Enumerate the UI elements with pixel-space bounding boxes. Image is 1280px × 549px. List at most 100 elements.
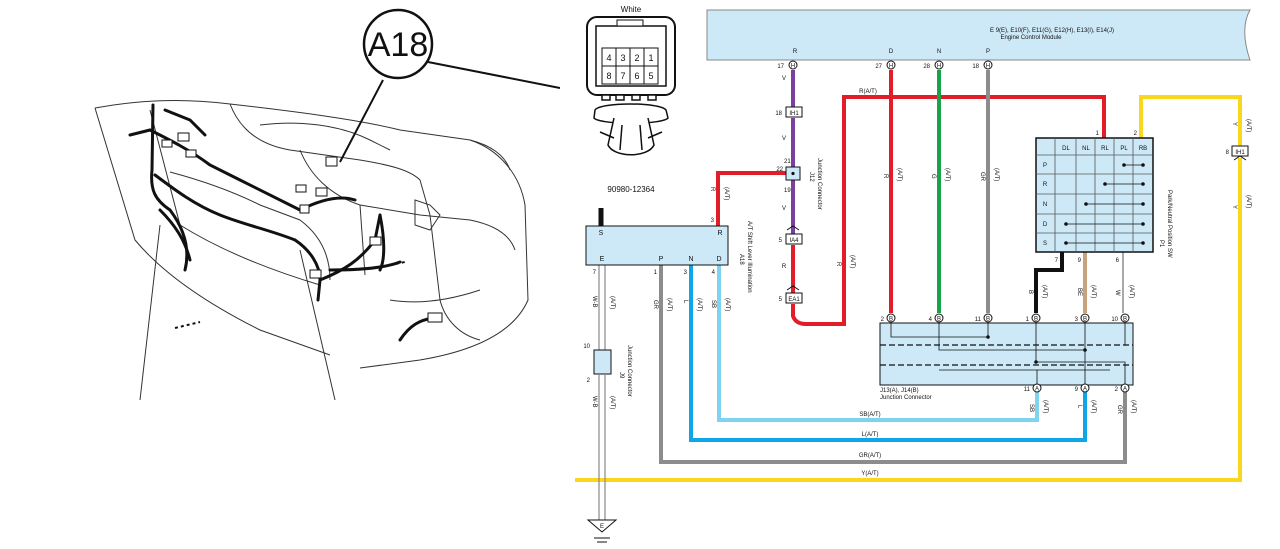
j12-pin-b: 22 (776, 167, 783, 173)
junction-j12 (785, 166, 801, 181)
ecm-pin-n-label: N (937, 49, 941, 55)
inline-connector-ia4 (785, 225, 803, 245)
lbl-at-sb-j13: (A/T) (1042, 400, 1048, 413)
ia4-id: IA4 (789, 238, 799, 244)
lbl-l-at: L(A/T) (862, 432, 879, 438)
ecm-pin-p-label: P (986, 49, 990, 55)
ecm-pin-18-num: 18 (972, 64, 979, 70)
ih1-right-id: IH1 (1235, 150, 1245, 156)
shift-pin-r: 3 (711, 218, 715, 224)
shift-pin-n: 3 (684, 270, 688, 276)
lbl-at-b: (A/T) (1041, 285, 1047, 298)
lbl-be: BE (1076, 288, 1082, 296)
j13-top-conn-2: B (937, 317, 941, 323)
lbl-l-shift: L (682, 300, 688, 304)
lbl-at-l-j13: (A/T) (1090, 400, 1096, 413)
wire-b-black (1034, 252, 1064, 313)
ecm-pin-d-label: D (889, 49, 894, 55)
ecm-pin-17-num: 17 (777, 64, 784, 70)
ecm-pin-18-conn: H (986, 64, 990, 70)
pnp-row-n: N (1043, 202, 1047, 208)
j13-top-conn-4: B (1034, 317, 1038, 323)
j13-top-conn-6: B (1123, 317, 1127, 323)
pnp-col-pl: PL (1120, 146, 1128, 152)
lbl-v-3: V (782, 206, 786, 212)
j13-id: J13(A), J14(B) (880, 388, 919, 394)
lbl-sb-shift: SB (710, 300, 716, 308)
shift-pin-e: 7 (593, 270, 597, 276)
harness-continuation (174, 261, 406, 329)
lbl-wb-1: W-B (591, 296, 597, 308)
wire-y-bottom (575, 158, 1242, 482)
junction-j13-j14 (879, 322, 1134, 386)
j13-bot-conn-3: A (1123, 387, 1127, 393)
lbl-r-shift: R (709, 187, 715, 192)
pnp-pin-6: 6 (1116, 258, 1120, 264)
junction-j9 (593, 349, 612, 375)
pnp-contacts (1064, 163, 1145, 245)
lbl-v-2: V (782, 136, 786, 142)
pnp-pin-1: 1 (1096, 131, 1100, 137)
pin-1: 1 (648, 53, 653, 63)
lbl-g: G (930, 174, 936, 179)
ground-symbol (586, 519, 618, 543)
j13-bot-num-3: 2 (1115, 387, 1119, 393)
ground-label: E (600, 524, 604, 530)
lbl-gr-at: GR(A/T) (859, 453, 881, 459)
pnp-grid (1036, 138, 1153, 252)
j9-id: J9 (618, 372, 624, 379)
pnp-pin-9: 9 (1078, 258, 1082, 264)
j13-top-conn-3: B (986, 317, 990, 323)
lbl-r-at: R(A/T) (859, 89, 877, 95)
j13-top-pins (886, 313, 1130, 323)
j13-top-num-6: 10 (1111, 317, 1118, 323)
shift-term-r: R (717, 230, 722, 237)
wire-r-at-loop (791, 95, 1106, 326)
lbl-v-1: V (782, 76, 786, 82)
shift-term-n: N (688, 256, 693, 263)
location-drawing: A18 (94, 8, 560, 401)
connector-part-number: 90980-12364 (607, 185, 655, 194)
pin-8: 8 (606, 71, 611, 81)
location-callout: A18 (362, 8, 434, 80)
shift-pin-d: 4 (712, 270, 716, 276)
lbl-at-wb-1: (A/T) (609, 296, 615, 309)
shift-term-e: E (600, 256, 605, 263)
wire-r-shift (716, 171, 786, 226)
callout-label: A18 (368, 26, 429, 64)
lbl-b: B (1027, 290, 1033, 294)
lbl-at-p: (A/T) (993, 168, 999, 181)
wire-sb-loop (717, 265, 1039, 422)
lbl-r-loop: R (835, 262, 841, 267)
wire-gr-loop (659, 265, 1127, 464)
pnp-pin-2: 2 (1134, 131, 1138, 137)
ea1-pin: 5 (779, 297, 783, 303)
j13-bottom-pins (1032, 383, 1130, 393)
console-outline (94, 100, 529, 401)
shift-lever-id: A18 (738, 254, 744, 265)
connector-latch (593, 94, 669, 156)
pin-4: 4 (606, 53, 611, 63)
lbl-sb-at: SB(A/T) (859, 412, 880, 418)
lbl-sb-j13: SB (1028, 404, 1034, 412)
j9-pin-bottom: 2 (587, 378, 591, 384)
shift-term-s: S (599, 230, 604, 237)
lbl-r-ia4: R (782, 264, 787, 270)
connector-pin-cells (601, 47, 659, 85)
ecm-pin-circles (788, 60, 993, 70)
inline-connector-ih1-right (1231, 145, 1249, 161)
j13-name: Junction Connector (880, 395, 932, 401)
j9-name: Junction Connector (626, 345, 632, 397)
j13-bot-num-2: 9 (1075, 387, 1079, 393)
lbl-at-be: (A/T) (1090, 285, 1096, 298)
pin-6: 6 (634, 71, 639, 81)
shift-term-d: D (716, 256, 721, 263)
lbl-wb-2: W-B (591, 396, 597, 408)
j13-top-num-1: 2 (881, 317, 885, 323)
ecm-pin-r-label: R (793, 49, 798, 55)
lbl-r-d: R (882, 174, 888, 179)
ecm-module (706, 9, 1251, 61)
lbl-at-loop: (A/T) (849, 255, 855, 268)
lbl-y-right: Y (1231, 205, 1237, 209)
